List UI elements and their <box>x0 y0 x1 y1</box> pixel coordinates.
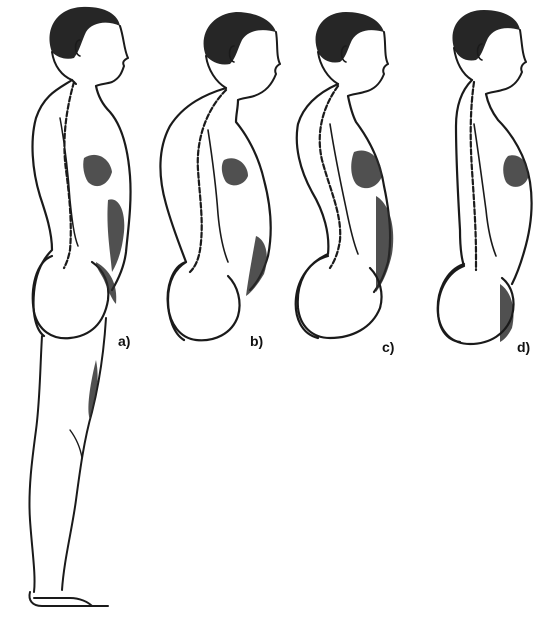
figure-b-chest-shade <box>222 158 248 185</box>
figure-d-hair <box>452 10 520 61</box>
figure-a-spine <box>64 82 74 268</box>
figure-b-spine <box>190 90 226 272</box>
figure-c-hair <box>316 12 384 63</box>
figure-a-chest-shade <box>83 155 112 186</box>
panel-label-d: d) <box>517 339 530 355</box>
figure-d <box>438 10 532 344</box>
figure-a-leg-front <box>62 318 106 590</box>
figure-b-hair <box>204 12 276 65</box>
figure-b-back <box>160 88 226 340</box>
figure-a-feet <box>30 592 109 606</box>
panel-label-a: a) <box>118 333 130 349</box>
figure-a-knee <box>70 430 82 458</box>
figure-b-belly-shade <box>246 236 267 296</box>
figure-a-belly-shade <box>107 199 124 272</box>
figure-a-leg-back <box>29 336 42 592</box>
panel-label-b: b) <box>250 333 263 349</box>
figure-c-spine <box>320 86 341 268</box>
figure-a-hair <box>50 7 120 59</box>
panel-label-c: c) <box>382 339 394 355</box>
figure-c-belly-shade <box>376 196 393 292</box>
figure-a-arm <box>60 118 78 246</box>
figure-c-arm <box>330 124 358 254</box>
figure-d-front <box>486 94 532 284</box>
figure-a-buttocks <box>33 256 109 338</box>
figure-c <box>296 12 394 338</box>
figure-c-chest-shade <box>351 150 382 188</box>
figure-c-back <box>296 84 338 338</box>
figure-b-arm <box>208 130 228 262</box>
figure-b-buttocks <box>168 262 240 340</box>
figure-d-spine <box>471 82 476 270</box>
figure-d-arm <box>474 124 496 256</box>
figure-d-back <box>438 80 472 342</box>
figure-c-buttocks <box>298 256 382 338</box>
figure-a <box>29 7 130 606</box>
figure-b <box>160 12 280 340</box>
